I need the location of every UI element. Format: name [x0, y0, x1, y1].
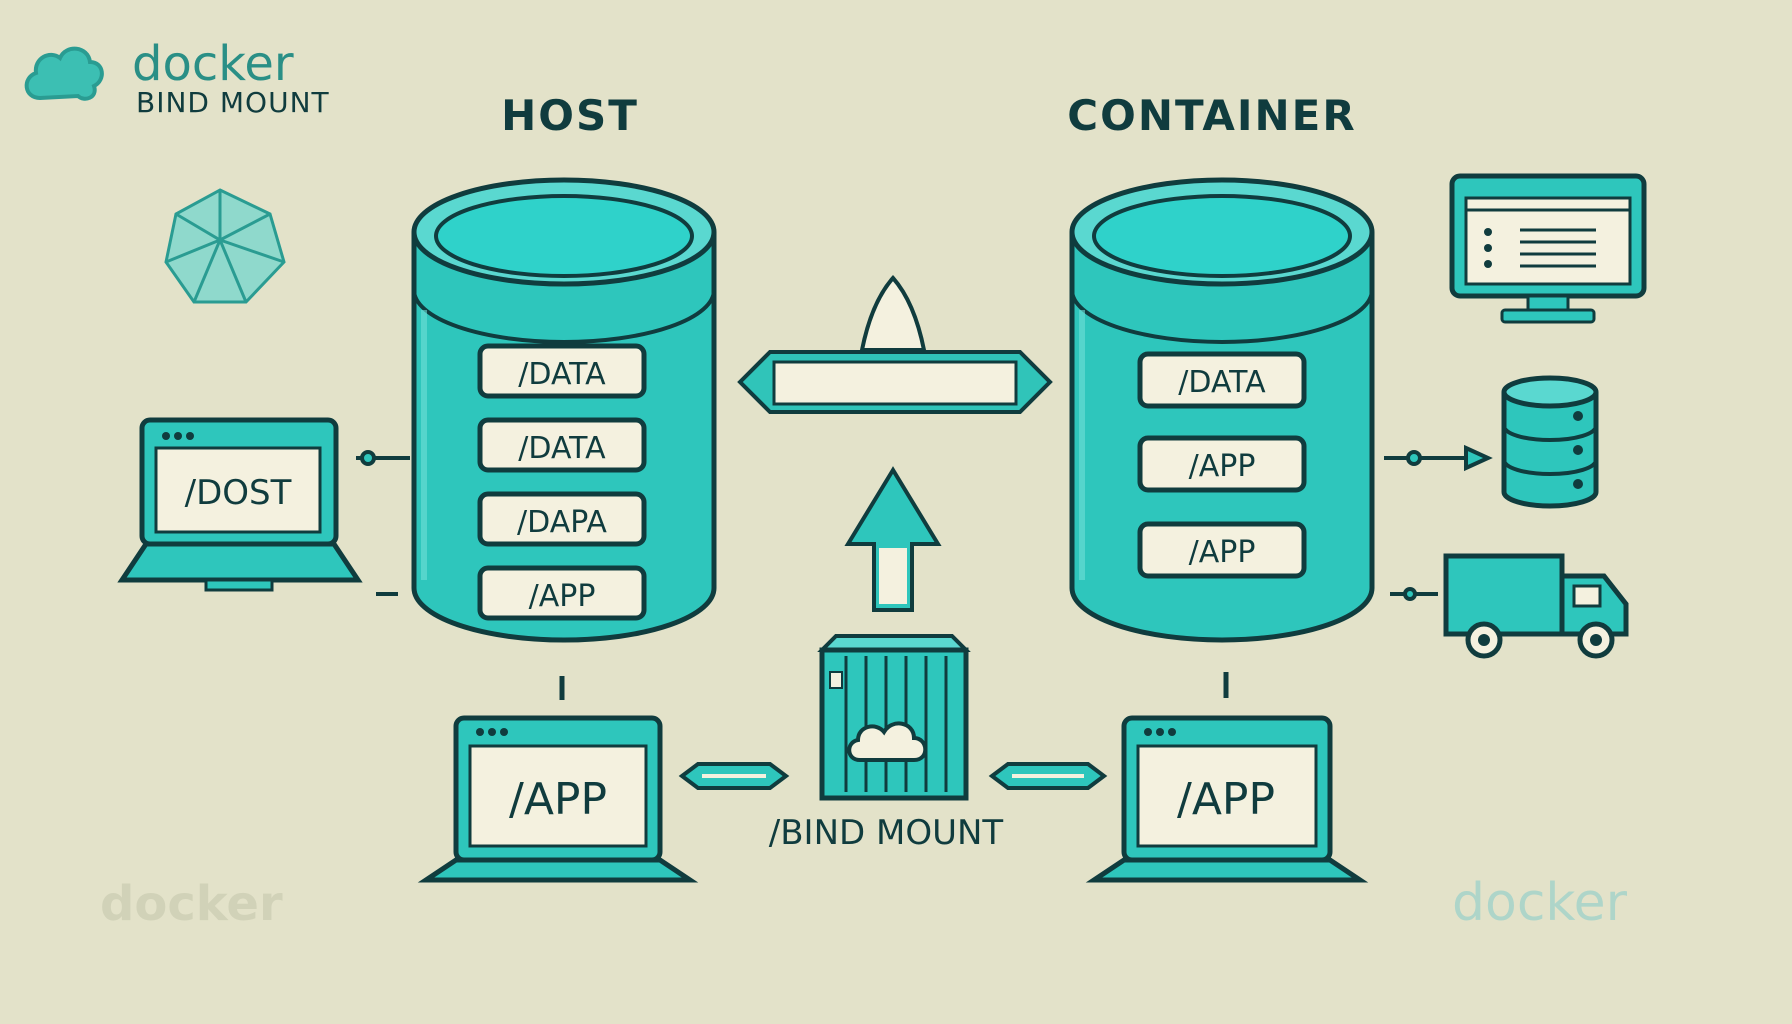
host-label-text: /DATA	[518, 357, 606, 392]
arrow-host-to-bind	[678, 762, 790, 790]
laptop-left-label: /DOST	[185, 473, 292, 513]
laptop-container-bottom-label: /APP	[1177, 774, 1275, 825]
laptop-host-bottom-label: /APP	[509, 774, 607, 825]
container-label: /APP	[1137, 521, 1307, 579]
host-header: HOST	[501, 91, 639, 140]
host-label: /DATA	[477, 343, 647, 399]
container-label-text: /APP	[1189, 535, 1256, 570]
container-label-list: /DATA /APP /APP	[1137, 351, 1307, 579]
bind-mount-label: /BIND MOUNT	[769, 813, 1004, 853]
connector-left	[356, 450, 410, 596]
container-label-text: /DATA	[1178, 365, 1266, 400]
watermark-bottom-right: docker	[1452, 873, 1628, 933]
laptop-container-bottom: /APP	[1085, 715, 1369, 883]
cloud-icon	[847, 721, 928, 762]
bind-mount-storage	[817, 634, 971, 801]
laptop-left: /DOST	[117, 417, 363, 592]
container-label: /APP	[1137, 435, 1307, 493]
brand-subtitle: BIND MOUNT	[136, 86, 330, 119]
brand-name: docker	[132, 36, 294, 92]
container-label-text: /APP	[1189, 449, 1256, 484]
host-label-text: /APP	[529, 579, 596, 614]
host-label: /DATA	[477, 417, 647, 473]
database-icon	[1501, 375, 1599, 509]
host-label-text: /DAPA	[517, 505, 607, 540]
container-label: /DATA	[1137, 351, 1307, 409]
container-header: CONTAINER	[1067, 91, 1356, 140]
arrow-bind-to-container	[988, 762, 1108, 790]
truck-icon	[1443, 553, 1629, 659]
up-arrow-top	[859, 274, 927, 352]
watermark-bottom-left: docker	[100, 876, 283, 932]
arrow-to-database	[1384, 444, 1493, 472]
laptop-host-bottom: /APP	[417, 715, 699, 883]
host-label: /DAPA	[477, 491, 647, 547]
geodesic-icon	[164, 188, 286, 304]
up-arrow-bottom	[844, 466, 942, 612]
cloud-icon	[24, 46, 104, 101]
monitor-icon	[1449, 173, 1647, 324]
host-label-text: /DATA	[518, 431, 606, 466]
docker-brand-logo: docker BIND MOUNT	[24, 36, 330, 119]
horizontal-mount-arrow	[737, 350, 1053, 414]
host-label-list: /DATA /DATA /DAPA /APP	[477, 343, 647, 621]
connector-to-truck	[1390, 587, 1438, 601]
host-label: /APP	[477, 565, 647, 621]
